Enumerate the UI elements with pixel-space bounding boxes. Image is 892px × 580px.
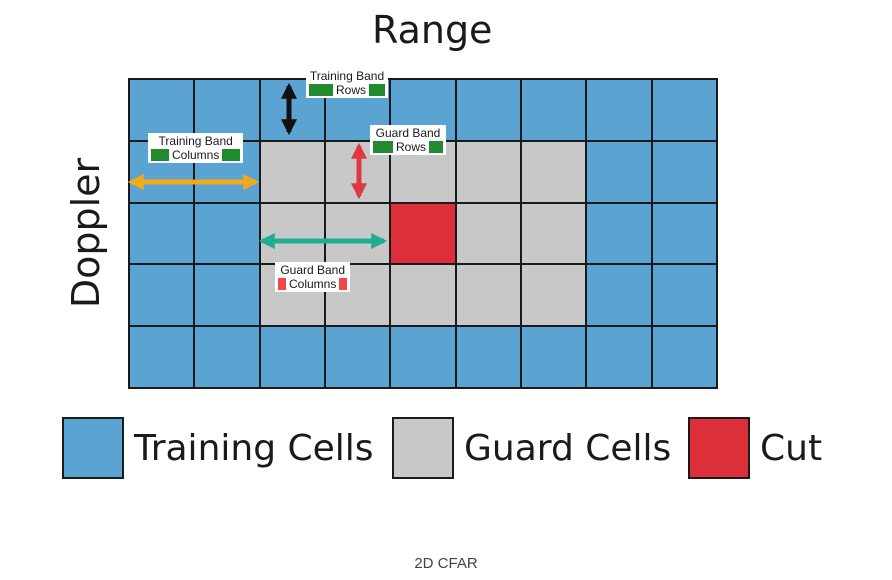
legend-item-guard: Guard Cells — [392, 415, 671, 481]
training-cell — [652, 203, 716, 264]
training-cell — [130, 327, 194, 387]
training-band-rows-label: Training Band Rows — [306, 68, 389, 98]
green-marker-icon — [373, 141, 393, 153]
training-band-rows-line2: Rows — [336, 83, 367, 97]
guard-cells-swatch — [392, 417, 454, 479]
guard-band-rows-line2-row: Rows — [373, 140, 444, 154]
training-cell — [130, 203, 194, 264]
legend: Training Cells Guard Cells Cut — [62, 415, 832, 481]
training-cells-label: Training Cells — [134, 427, 374, 469]
training-cell — [130, 80, 194, 140]
training-cell — [587, 141, 651, 202]
figure-caption: 2D CFAR — [414, 555, 478, 572]
training-cell — [652, 327, 716, 387]
training-cell — [652, 80, 716, 140]
doppler-axis-title: Doppler — [64, 157, 108, 309]
green-marker-icon — [429, 141, 444, 153]
training-band-columns-label: Training Band Columns — [148, 133, 244, 163]
training-cell — [195, 327, 259, 387]
training-band-rows-line2-row: Rows — [309, 83, 386, 97]
cut-label: Cut — [760, 427, 823, 469]
training-cell — [391, 327, 455, 387]
legend-item-cut: Cut — [688, 415, 822, 481]
training-cell — [195, 203, 259, 264]
guard-band-columns-label: Guard Band Columns — [275, 262, 351, 292]
training-cell — [587, 265, 651, 326]
red-marker-icon — [339, 278, 348, 290]
green-marker-icon — [222, 149, 241, 161]
training-cell — [195, 265, 259, 326]
training-cell — [652, 141, 716, 202]
training-band-rows-line1: Training Band — [309, 69, 385, 83]
guard-cell — [260, 203, 324, 264]
training-cell — [587, 80, 651, 140]
training-cell — [325, 327, 390, 387]
training-band-columns-line1: Training Band — [158, 134, 233, 148]
cut-swatch — [688, 417, 750, 479]
training-cell — [521, 80, 586, 140]
training-cell — [456, 80, 520, 140]
legend-item-training: Training Cells — [62, 415, 374, 481]
training-band-columns-line2: Columns — [172, 148, 220, 162]
guard-cell — [260, 141, 324, 202]
training-cell — [587, 203, 651, 264]
guard-cells-label: Guard Cells — [464, 427, 672, 469]
training-cell — [195, 80, 259, 140]
training-band-columns-line2-row: Columns — [151, 148, 241, 162]
training-cell — [521, 327, 586, 387]
training-cells-swatch — [62, 417, 124, 479]
cut-cell — [391, 203, 455, 264]
guard-band-rows-line1: Guard Band — [375, 126, 441, 140]
green-marker-icon — [151, 149, 169, 161]
green-marker-icon — [309, 84, 333, 96]
training-cell — [130, 265, 194, 326]
guard-cell — [456, 203, 520, 264]
guard-cell — [325, 203, 390, 264]
training-cell — [260, 327, 324, 387]
guard-cell — [456, 265, 520, 326]
training-cell — [652, 265, 716, 326]
guard-cell — [391, 265, 455, 326]
range-axis-title: Range — [372, 8, 493, 52]
guard-cell — [521, 203, 586, 264]
guard-band-columns-line2-row: Columns — [278, 277, 348, 291]
guard-band-columns-line2: Columns — [289, 277, 337, 291]
guard-cell — [521, 141, 586, 202]
training-cell — [587, 327, 651, 387]
guard-cell — [456, 141, 520, 202]
guard-cell — [521, 265, 586, 326]
guard-band-rows-line2: Rows — [396, 140, 427, 154]
guard-band-rows-label: Guard Band Rows — [370, 125, 447, 155]
training-cell — [456, 327, 520, 387]
guard-band-columns-line1: Guard Band — [280, 263, 346, 277]
green-marker-icon — [369, 84, 386, 96]
red-marker-icon — [278, 278, 286, 290]
